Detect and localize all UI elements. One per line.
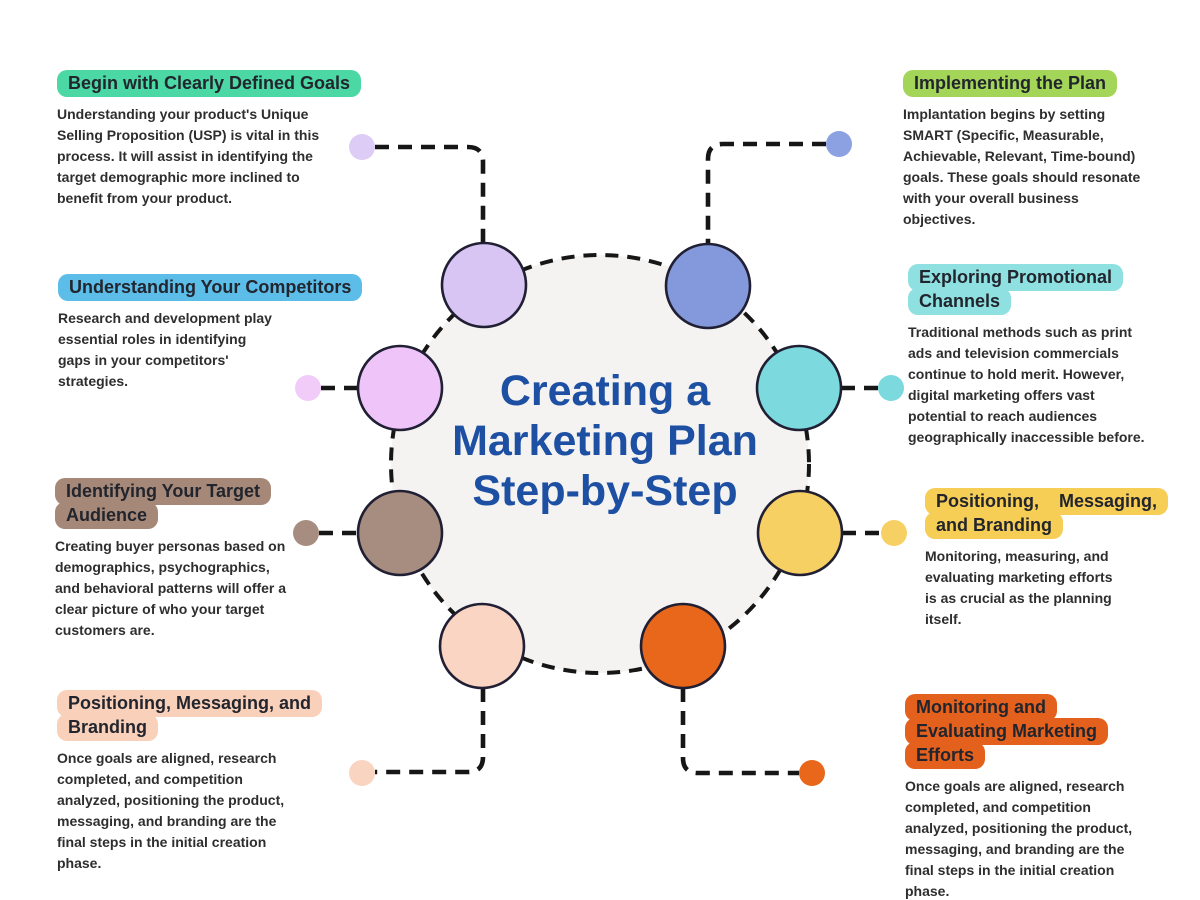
- step-description-branding: Once goals are aligned, research complet…: [57, 750, 285, 871]
- step-description-goals: Understanding your product's Unique Sell…: [57, 106, 320, 206]
- step-heading-line: Positioning, Messaging,: [925, 488, 1169, 515]
- connector-monitoring: [680, 688, 799, 776]
- step-description-implementing: Implantation begins by setting SMART (Sp…: [903, 106, 1141, 227]
- step-heading-line: Understanding Your Competitors: [58, 274, 363, 301]
- step-block-monitoring: Monitoring and Evaluating Marketing Effo…: [905, 694, 1197, 900]
- step-heading-line: Efforts: [905, 742, 985, 769]
- step-heading-line: Evaluating Marketing: [905, 718, 1109, 745]
- node-circle-competitors: [356, 344, 444, 432]
- step-heading-competitors: Understanding Your Competitors: [58, 274, 398, 301]
- step-block-competitors: Understanding Your Competitors Research …: [58, 274, 398, 392]
- step-heading-monitoring: Monitoring and Evaluating Marketing Effo…: [905, 694, 1197, 769]
- step-heading-line: Channels: [908, 288, 1012, 315]
- connector-dot-branding: [349, 760, 375, 786]
- connector-implementing: [705, 141, 826, 244]
- node-circle-implementing: [664, 242, 752, 330]
- connector-dot-goals: [349, 134, 375, 160]
- step-heading-channels: Exploring Promotional Channels: [908, 264, 1200, 315]
- node-circle-positioning: [756, 489, 844, 577]
- connector-branding: [375, 688, 486, 775]
- node-circle-branding: [438, 602, 526, 690]
- step-heading-line: and Branding: [925, 512, 1063, 539]
- step-block-audience: Identifying Your Target Audience Creatin…: [55, 478, 395, 641]
- step-block-positioning: Positioning, Messaging, and Branding Mon…: [925, 488, 1200, 630]
- step-block-goals: Begin with Clearly Defined Goals Underst…: [57, 70, 397, 209]
- step-heading-branding: Positioning, Messaging, and Branding: [57, 690, 397, 741]
- step-block-implementing: Implementing the Plan Implantation begin…: [903, 70, 1195, 230]
- step-heading-implementing: Implementing the Plan: [903, 70, 1195, 97]
- node-circle-channels: [755, 344, 843, 432]
- diagram-title: Creating a Marketing Plan Step-by-Step: [452, 367, 758, 515]
- step-heading-line: Identifying Your Target: [55, 478, 272, 505]
- step-block-channels: Exploring Promotional Channels Tradition…: [908, 264, 1200, 448]
- step-heading-positioning: Positioning, Messaging, and Branding: [925, 488, 1200, 539]
- node-circle-goals: [440, 241, 528, 329]
- step-heading-line: Positioning, Messaging, and: [57, 690, 323, 717]
- step-heading-audience: Identifying Your Target Audience: [55, 478, 395, 529]
- step-heading-line: Audience: [55, 502, 159, 529]
- connector-dot-monitoring: [799, 760, 825, 786]
- central-ring-circle: [389, 253, 811, 675]
- connector-goals: [375, 144, 486, 243]
- step-heading-goals: Begin with Clearly Defined Goals: [57, 70, 397, 97]
- connector-dot-channels: [878, 375, 904, 401]
- step-description-channels: Traditional methods such as print ads an…: [908, 324, 1145, 445]
- step-description-audience: Creating buyer personas based on demogra…: [55, 538, 287, 638]
- step-heading-line: Begin with Clearly Defined Goals: [57, 70, 362, 97]
- connector-dot-positioning: [881, 520, 907, 546]
- connector-dot-audience: [293, 520, 319, 546]
- step-heading-line: Exploring Promotional: [908, 264, 1124, 291]
- step-heading-line: Implementing the Plan: [903, 70, 1118, 97]
- step-heading-line: Branding: [57, 714, 158, 741]
- step-description-monitoring: Once goals are aligned, research complet…: [905, 778, 1133, 899]
- connector-dot-competitors: [295, 375, 321, 401]
- node-circle-monitoring: [639, 602, 727, 690]
- step-heading-line: Monitoring and: [905, 694, 1057, 721]
- node-circle-audience: [356, 489, 444, 577]
- step-description-competitors: Research and development play essential …: [58, 310, 272, 389]
- step-description-positioning: Monitoring, measuring, and evaluating ma…: [925, 548, 1113, 627]
- step-block-branding: Positioning, Messaging, and Branding Onc…: [57, 690, 397, 874]
- connector-dot-implementing: [826, 131, 852, 157]
